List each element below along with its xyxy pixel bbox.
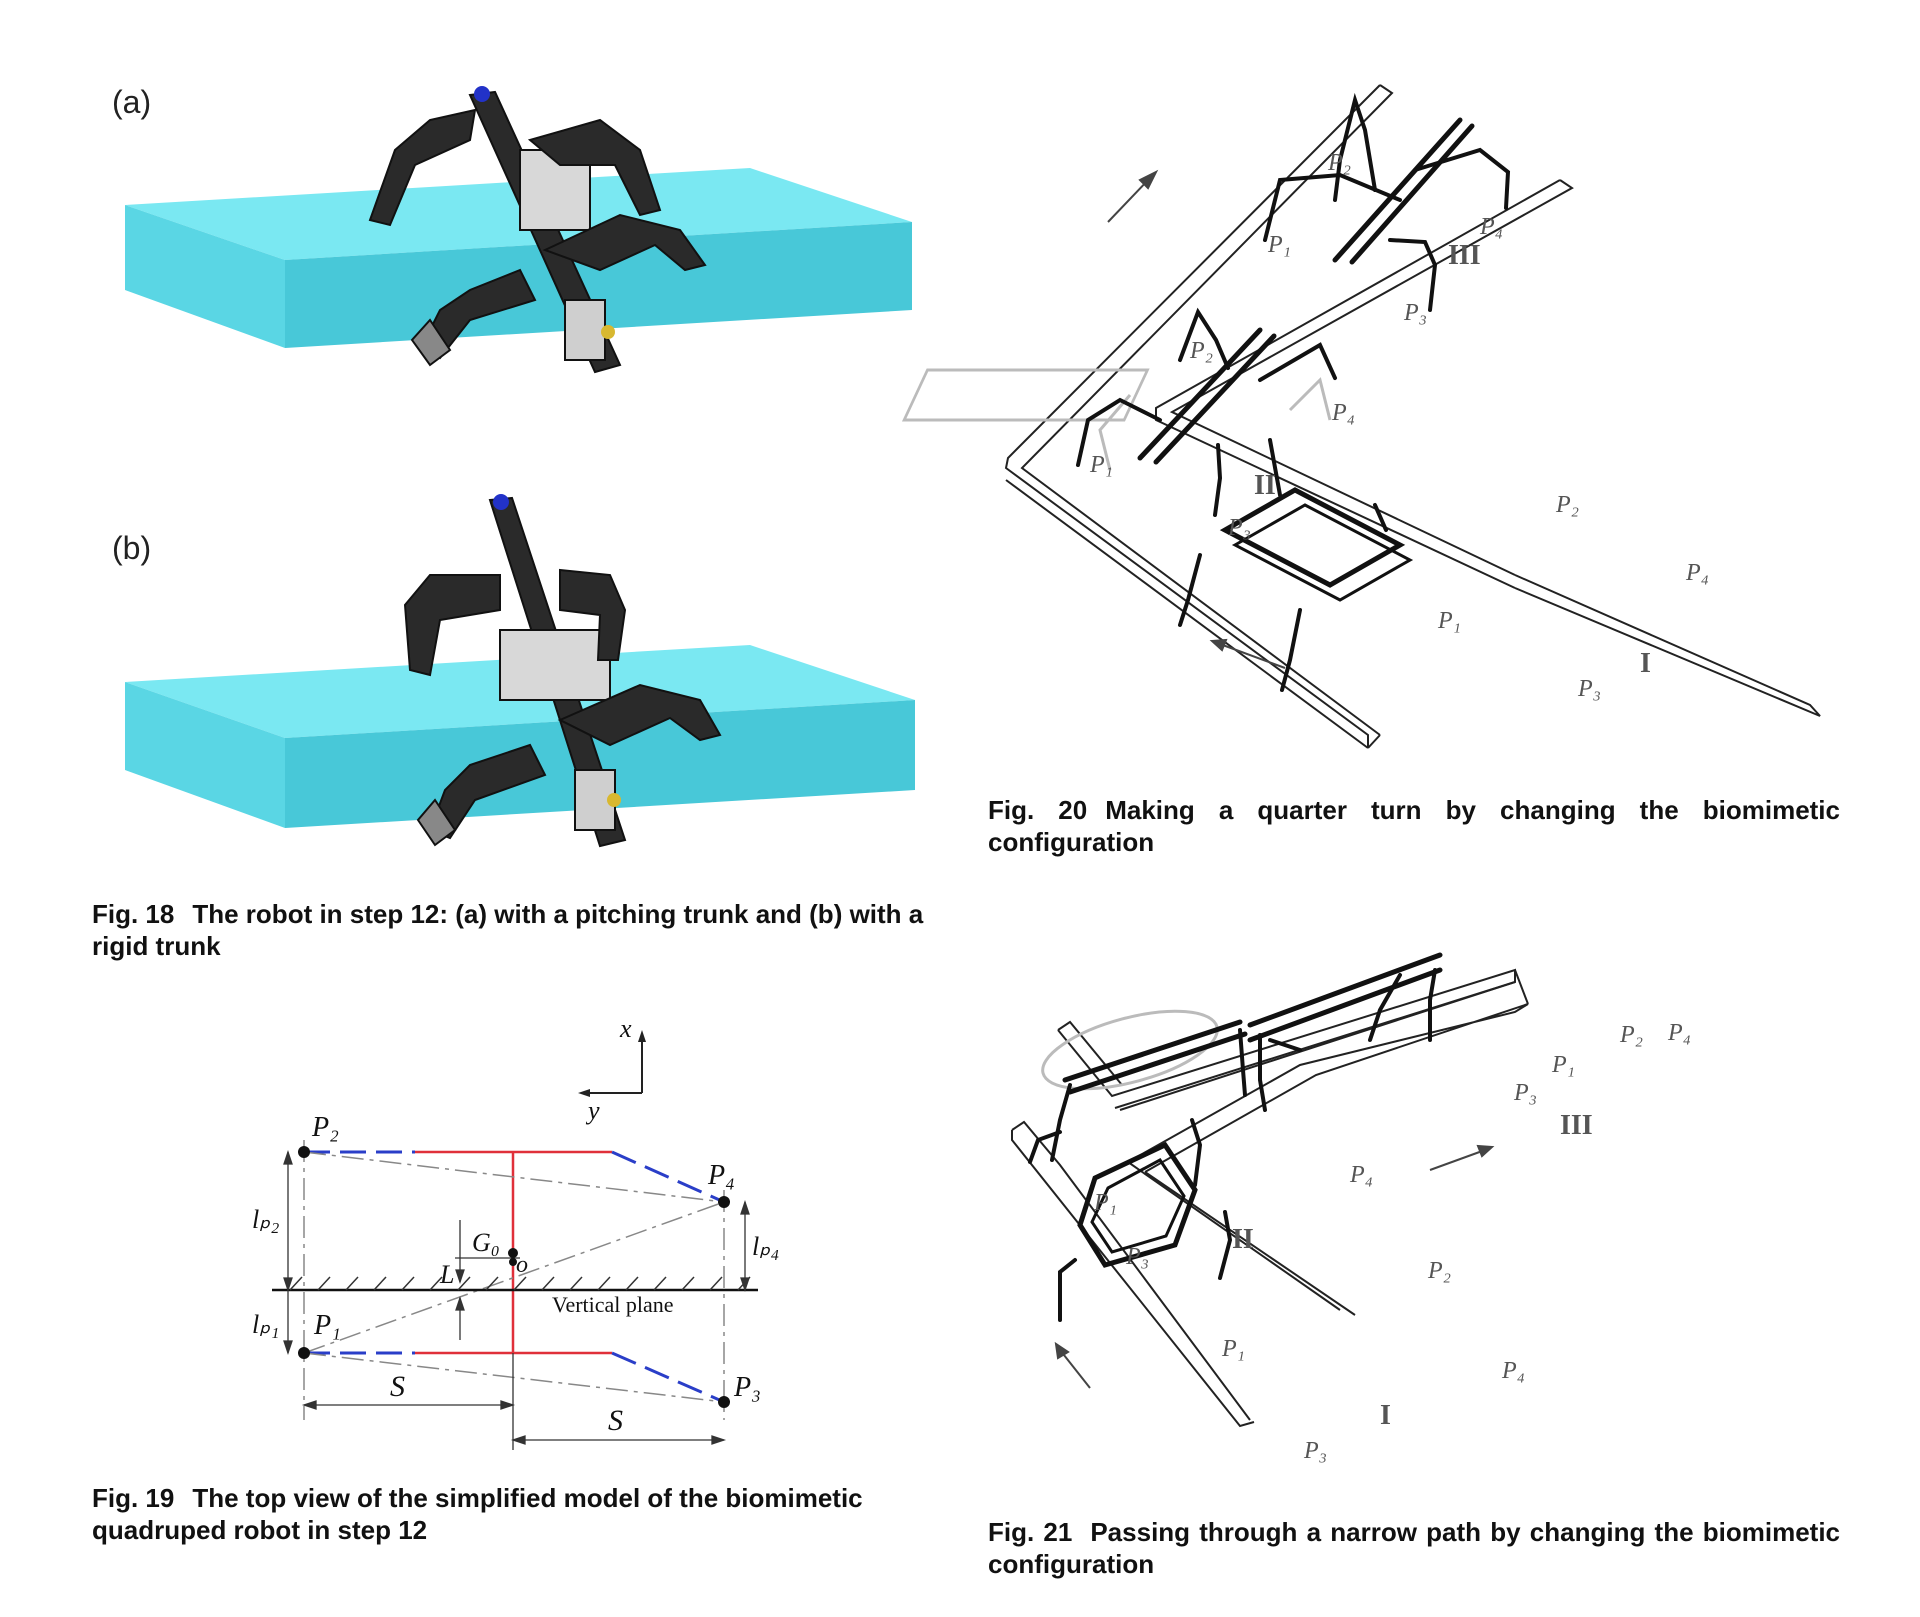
robot-render-b xyxy=(125,494,915,848)
fig21-ii-p3: P₃ xyxy=(1126,1244,1150,1270)
label-p2: P₂ xyxy=(312,1112,339,1143)
fig20-stage-ii: II xyxy=(1254,470,1276,501)
fig21-iii-p1: P₁ xyxy=(1552,1052,1576,1078)
fig20-i-p2: P₂ xyxy=(1556,492,1580,518)
fig20-ii-p2: P₂ xyxy=(1190,338,1214,364)
fig21-iii-p3: P₃ xyxy=(1514,1080,1538,1106)
panel-label-b: (b) xyxy=(112,530,152,566)
narrow-path-drawing xyxy=(1011,952,1529,1428)
fig21-iii-p4: P₄ xyxy=(1668,1020,1692,1046)
marker-top-b xyxy=(493,494,509,510)
fig20-iii-p1: P₁ xyxy=(1268,232,1292,258)
fig20-i-p3: P₃ xyxy=(1578,676,1602,702)
fig21-iii-p2: P₂ xyxy=(1620,1022,1644,1048)
axis-x-label: x xyxy=(620,1014,632,1043)
fig20-ii-p1: P₁ xyxy=(1090,452,1114,478)
robot-stage-ii xyxy=(1050,1019,1248,1162)
legs xyxy=(304,1150,725,1404)
marker-bottom-b xyxy=(607,793,621,807)
label-lp2: lₚ₂ xyxy=(252,1205,280,1234)
fig21-stage-ii: II xyxy=(1232,1224,1254,1255)
label-vertical-plane: Vertical plane xyxy=(552,1292,674,1317)
robot-stage-ii-ghost xyxy=(1041,1009,1219,1091)
fig21-ii-p4: P₄ xyxy=(1350,1162,1374,1188)
fig20-caption-text: Making a quarter turn by changing the bi… xyxy=(988,795,1840,857)
fig21-caption-text: Passing through a narrow path by changin… xyxy=(988,1517,1841,1579)
label-lp4: lₚ₄ xyxy=(752,1232,780,1261)
panel-label-a: (a) xyxy=(112,84,152,120)
marker-top-a xyxy=(474,86,490,102)
fig19-caption-text: The top view of the simplified model of … xyxy=(92,1483,863,1545)
axis-y-label: y xyxy=(588,1096,600,1125)
label-o: o xyxy=(516,1252,528,1278)
point-p2 xyxy=(298,1146,310,1158)
quarter-turn-drawing xyxy=(901,84,1821,749)
label-s1: S xyxy=(390,1370,405,1403)
fig20-i-p1: P₁ xyxy=(1438,608,1462,634)
fig21-ii-p1: P₁ xyxy=(1094,1190,1118,1216)
fig20-i-p4: P₄ xyxy=(1686,560,1710,586)
fig20-stage-iii: III xyxy=(1448,240,1481,271)
point-o xyxy=(509,1258,517,1266)
slab-left-a xyxy=(125,205,285,348)
marker-bottom-a xyxy=(601,325,615,339)
fig19-caption-label: Fig. 19 xyxy=(92,1483,175,1513)
fig20-ii-p4: P₄ xyxy=(1332,400,1356,426)
fig20-iii-p4: P₄ xyxy=(1480,214,1504,240)
label-p4: P₄ xyxy=(708,1160,735,1191)
fig20-caption-label: Fig. 20 xyxy=(988,795,1088,825)
fig20-ii-p3: P₃ xyxy=(1228,515,1252,541)
robot-stage-ii-ghost xyxy=(901,368,1332,471)
robot-stage-ii xyxy=(1076,307,1337,517)
fig21-i-p2: P₂ xyxy=(1428,1258,1452,1284)
robot-stage-i xyxy=(1028,1118,1233,1322)
robot-a xyxy=(368,90,707,374)
fig20-stage-i: I xyxy=(1640,648,1651,679)
label-p3: P₃ xyxy=(734,1372,761,1403)
robot-render-a xyxy=(125,86,912,374)
fig20-iii-p3: P₃ xyxy=(1404,300,1428,326)
point-g0 xyxy=(508,1248,518,1258)
slab-left-b xyxy=(125,682,285,828)
fig18-caption-label: Fig. 18 xyxy=(92,899,175,929)
label-p1: P₁ xyxy=(314,1310,341,1341)
point-p1 xyxy=(298,1347,310,1359)
point-p4 xyxy=(718,1196,730,1208)
label-s2: S xyxy=(608,1404,623,1437)
fig20-iii-p2: P₂ xyxy=(1328,150,1352,176)
fig21-stage-i: I xyxy=(1380,1400,1391,1431)
robot-stage-iii xyxy=(1263,92,1511,312)
fig21-caption-label: Fig. 21 xyxy=(988,1517,1073,1547)
label-l: L xyxy=(440,1260,455,1289)
slab-top-a xyxy=(125,168,912,260)
hatching xyxy=(289,1276,751,1291)
fig21-i-p1: P₁ xyxy=(1222,1336,1246,1362)
top-view-diagram xyxy=(272,1030,758,1450)
label-g0: G₀ xyxy=(472,1228,500,1257)
fig21-stage-iii: III xyxy=(1560,1110,1593,1141)
robot-stage-i xyxy=(1178,438,1414,692)
fig21-i-p4: P₄ xyxy=(1502,1358,1526,1384)
robot-stage-iii xyxy=(1247,952,1443,1112)
fig18-caption-text: The robot in step 12: (a) with a pitchin… xyxy=(92,899,924,961)
point-p3 xyxy=(718,1396,730,1408)
label-lp1: lₚ₁ xyxy=(252,1310,280,1339)
fig21-i-p3: P₃ xyxy=(1304,1438,1328,1464)
